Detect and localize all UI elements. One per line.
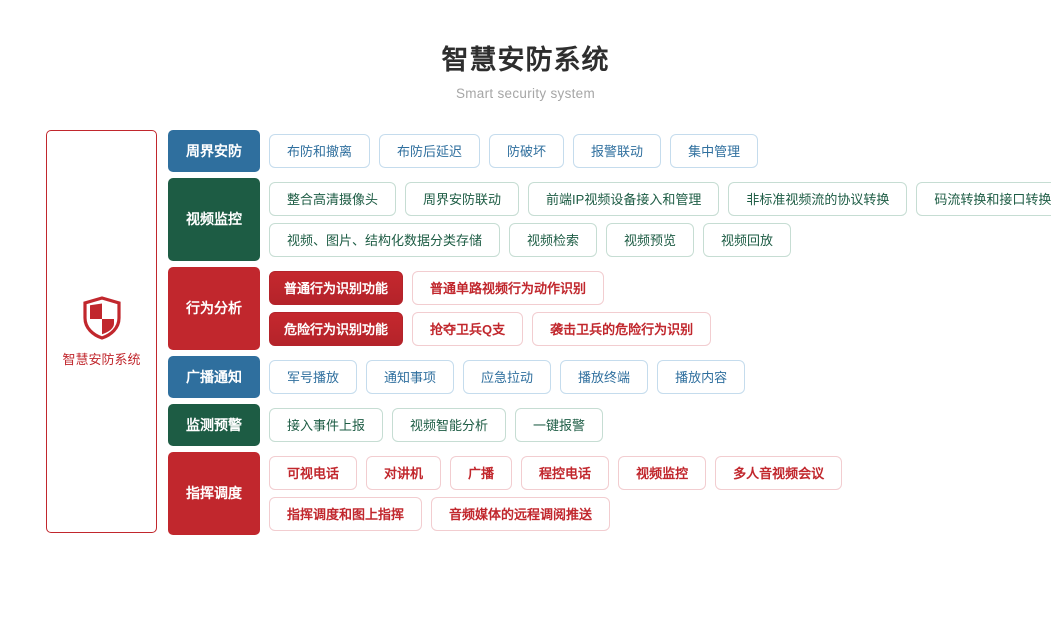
sub-row-group: 可视电话对讲机广播程控电话视频监控多人音视频会议指挥调度和图上指挥音频媒体的远程… xyxy=(269,452,843,535)
feature-chip[interactable]: 一键报警 xyxy=(515,408,604,442)
feature-chip[interactable]: 前端IP视频设备接入和管理 xyxy=(528,182,720,216)
feature-chip[interactable]: 集中管理 xyxy=(670,134,759,168)
sub-row: 可视电话对讲机广播程控电话视频监控多人音视频会议 xyxy=(269,456,843,490)
feature-chip[interactable]: 码流转换和接口转换 xyxy=(916,182,1051,216)
category-row: 行为分析普通行为识别功能普通单路视频行为动作识别危险行为识别功能抢夺卫兵Q支袭击… xyxy=(168,267,1051,350)
page-subtitle: Smart security system xyxy=(455,86,596,101)
diagram-body: 智慧安防系统 周界安防布防和撤离布防后延迟防破坏报警联动集中管理视频监控整合高清… xyxy=(46,130,1051,535)
sub-row-group: 布防和撤离布防后延迟防破坏报警联动集中管理 xyxy=(269,130,759,172)
category-row: 视频监控整合高清摄像头周界安防联动前端IP视频设备接入和管理非标准视频流的协议转… xyxy=(168,178,1051,261)
feature-chip[interactable]: 音频媒体的远程调阅推送 xyxy=(431,497,611,531)
feature-chip[interactable]: 播放内容 xyxy=(657,360,746,394)
category-row: 监测预警接入事件上报视频智能分析一键报警 xyxy=(168,404,1051,446)
category-row: 广播通知军号播放通知事项应急拉动播放终端播放内容 xyxy=(168,356,1051,398)
category-label[interactable]: 指挥调度 xyxy=(168,452,260,535)
feature-chip[interactable]: 应急拉动 xyxy=(463,360,552,394)
sub-row: 接入事件上报视频智能分析一键报警 xyxy=(269,408,604,442)
feature-chip[interactable]: 布防和撤离 xyxy=(269,134,371,168)
feature-chip[interactable]: 程控电话 xyxy=(521,456,610,490)
category-rows: 周界安防布防和撤离布防后延迟防破坏报警联动集中管理视频监控整合高清摄像头周界安防… xyxy=(168,130,1051,535)
feature-chip[interactable]: 袭击卫兵的危险行为识别 xyxy=(532,312,712,346)
category-row: 指挥调度可视电话对讲机广播程控电话视频监控多人音视频会议指挥调度和图上指挥音频媒… xyxy=(168,452,1051,535)
sub-row: 布防和撤离布防后延迟防破坏报警联动集中管理 xyxy=(269,134,759,168)
sub-row: 普通行为识别功能普通单路视频行为动作识别 xyxy=(269,271,711,305)
sub-row: 整合高清摄像头周界安防联动前端IP视频设备接入和管理非标准视频流的协议转换码流转… xyxy=(269,182,1051,216)
category-label[interactable]: 周界安防 xyxy=(168,130,260,172)
page-title: 智慧安防系统 xyxy=(441,45,610,75)
feature-chip[interactable]: 指挥调度和图上指挥 xyxy=(269,497,423,531)
feature-chip[interactable]: 非标准视频流的协议转换 xyxy=(728,182,908,216)
sub-category-label[interactable]: 普通行为识别功能 xyxy=(269,271,404,305)
feature-chip[interactable]: 布防后延迟 xyxy=(379,134,481,168)
sub-category-label[interactable]: 危险行为识别功能 xyxy=(269,312,404,346)
feature-chip[interactable]: 视频预览 xyxy=(606,223,695,257)
sub-row: 视频、图片、结构化数据分类存储视频检索视频预览视频回放 xyxy=(269,223,1051,257)
feature-chip[interactable]: 视频检索 xyxy=(509,223,598,257)
sub-row: 危险行为识别功能抢夺卫兵Q支袭击卫兵的危险行为识别 xyxy=(269,312,712,346)
feature-chip[interactable]: 播放终端 xyxy=(560,360,649,394)
sub-row: 指挥调度和图上指挥音频媒体的远程调阅推送 xyxy=(269,497,842,531)
feature-chip[interactable]: 抢夺卫兵Q支 xyxy=(412,312,524,346)
feature-chip[interactable]: 报警联动 xyxy=(573,134,662,168)
sub-row-group: 接入事件上报视频智能分析一键报警 xyxy=(269,404,604,446)
feature-chip[interactable]: 周界安防联动 xyxy=(405,182,520,216)
feature-chip[interactable]: 广播 xyxy=(450,456,513,490)
feature-chip[interactable]: 视频智能分析 xyxy=(392,408,507,442)
feature-chip[interactable]: 视频监控 xyxy=(618,456,707,490)
shield-icon xyxy=(82,295,122,340)
feature-chip[interactable]: 整合高清摄像头 xyxy=(269,182,397,216)
feature-chip[interactable]: 通知事项 xyxy=(366,360,455,394)
feature-chip[interactable]: 视频回放 xyxy=(703,223,792,257)
sub-row-group: 整合高清摄像头周界安防联动前端IP视频设备接入和管理非标准视频流的协议转换码流转… xyxy=(269,178,1051,261)
feature-chip[interactable]: 对讲机 xyxy=(366,456,442,490)
sub-row-group: 军号播放通知事项应急拉动播放终端播放内容 xyxy=(269,356,746,398)
brand-panel: 智慧安防系统 xyxy=(46,130,157,533)
feature-chip[interactable]: 视频、图片、结构化数据分类存储 xyxy=(269,223,501,257)
feature-chip[interactable]: 接入事件上报 xyxy=(269,408,384,442)
category-label[interactable]: 广播通知 xyxy=(168,356,260,398)
category-label[interactable]: 行为分析 xyxy=(168,267,260,350)
feature-chip[interactable]: 可视电话 xyxy=(269,456,358,490)
feature-chip[interactable]: 普通单路视频行为动作识别 xyxy=(412,271,605,305)
feature-chip[interactable]: 多人音视频会议 xyxy=(715,456,843,490)
brand-label: 智慧安防系统 xyxy=(62,351,141,367)
category-label[interactable]: 监测预警 xyxy=(168,404,260,446)
category-row: 周界安防布防和撤离布防后延迟防破坏报警联动集中管理 xyxy=(168,130,1051,172)
feature-chip[interactable]: 防破坏 xyxy=(489,134,565,168)
category-label[interactable]: 视频监控 xyxy=(168,178,260,261)
page-header: 智慧安防系统 Smart security system xyxy=(0,0,1051,101)
feature-chip[interactable]: 军号播放 xyxy=(269,360,358,394)
sub-row-group: 普通行为识别功能普通单路视频行为动作识别危险行为识别功能抢夺卫兵Q支袭击卫兵的危… xyxy=(269,267,712,350)
sub-row: 军号播放通知事项应急拉动播放终端播放内容 xyxy=(269,360,746,394)
